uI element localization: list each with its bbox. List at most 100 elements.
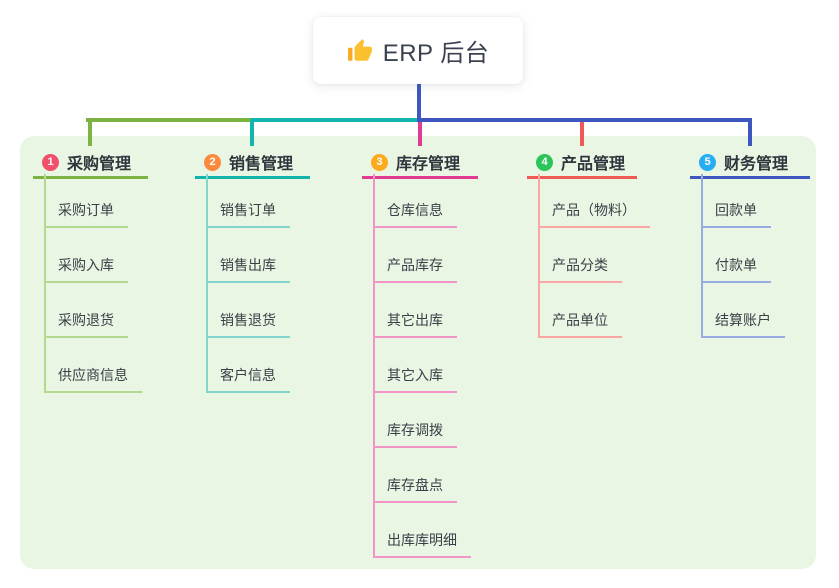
branch-4-child-1-node[interactable]: 产品（物料） xyxy=(538,200,650,228)
branch-4-child-1-label: 产品（物料） xyxy=(552,202,636,218)
branch-4-child-3: 产品单位 xyxy=(527,283,637,338)
branch-2-drop-line xyxy=(250,118,254,146)
branch-4-child-1: 产品（物料） xyxy=(527,173,650,228)
branch-3-underline xyxy=(362,176,478,179)
branch-3-child-6-label: 库存盘点 xyxy=(387,477,443,493)
branch-2-child-3: 销售退货 xyxy=(195,283,310,338)
branch-3-child-6: 库存盘点 xyxy=(362,448,478,503)
branch-2-child-1-label: 销售订单 xyxy=(220,202,276,218)
branch-5-children: 回款单付款单结算账户 xyxy=(690,173,810,338)
branch-5-label: 财务管理 xyxy=(724,156,789,173)
branch-1-underline xyxy=(33,176,148,179)
branch-3-child-4-node[interactable]: 其它入库 xyxy=(373,365,457,393)
branch-3-child-5-node[interactable]: 库存调拨 xyxy=(373,420,457,448)
branch-4-child-3-node[interactable]: 产品单位 xyxy=(538,310,622,338)
branch-4-underline xyxy=(527,176,637,179)
branch-1-label: 采购管理 xyxy=(67,156,132,173)
branch-2-label: 销售管理 xyxy=(229,156,294,173)
branch-4-child-connector-line xyxy=(538,174,540,336)
branch-3-child-connector-line xyxy=(373,174,375,556)
branch-1-child-3-node[interactable]: 采购退货 xyxy=(44,310,128,338)
root-stub-line xyxy=(417,84,421,122)
branch-1-child-1-node[interactable]: 采购订单 xyxy=(44,200,128,228)
branch-3-drop-line xyxy=(418,118,422,146)
branch-2-child-3-node[interactable]: 销售退货 xyxy=(206,310,290,338)
branch-5-child-1-label: 回款单 xyxy=(715,202,757,218)
branch-2-header[interactable]: 2 销售管理 xyxy=(195,148,310,176)
branch-3-child-5-label: 库存调拨 xyxy=(387,422,443,438)
branch-3-child-2-label: 产品库存 xyxy=(387,257,443,273)
branch-5-child-3: 结算账户 xyxy=(690,283,810,338)
branch-1-child-1: 采购订单 xyxy=(33,173,148,228)
branch-1-child-2: 采购入库 xyxy=(33,228,148,283)
branch-3-child-1-node[interactable]: 仓库信息 xyxy=(373,200,457,228)
branch-4-child-3-label: 产品单位 xyxy=(552,312,608,328)
trunk-right-segment xyxy=(417,118,752,122)
branch-3-number-badge: 3 xyxy=(371,153,388,171)
branch-3-child-4: 其它入库 xyxy=(362,338,478,393)
branch-1-child-3-label: 采购退货 xyxy=(58,312,114,328)
root-title: ERP 后台 xyxy=(382,40,490,67)
branch-1-number-badge: 1 xyxy=(42,153,59,171)
branch-2-number-badge: 2 xyxy=(204,153,221,171)
branch-2-child-2-node[interactable]: 销售出库 xyxy=(206,255,290,283)
branch-5-child-1-node[interactable]: 回款单 xyxy=(701,200,771,228)
branch-4-child-2: 产品分类 xyxy=(527,228,637,283)
branch-5-drop-line xyxy=(748,118,752,146)
branch-2-child-4: 客户信息 xyxy=(195,338,310,393)
branch-1-child-2-label: 采购入库 xyxy=(58,257,114,273)
branch-4-drop-line xyxy=(580,118,584,146)
branch-2-child-3-label: 销售退货 xyxy=(220,312,276,328)
branch-1-children: 采购订单采购入库采购退货供应商信息 xyxy=(33,173,148,393)
branches-panel xyxy=(20,136,816,569)
branch-2-children: 销售订单销售出库销售退货客户信息 xyxy=(195,173,310,393)
branch-1-header[interactable]: 1 采购管理 xyxy=(33,148,148,176)
branch-5-child-2-label: 付款单 xyxy=(715,257,757,273)
branch-2-child-4-label: 客户信息 xyxy=(220,367,276,383)
branch-3-child-1: 仓库信息 xyxy=(362,173,478,228)
branch-3-child-6-node[interactable]: 库存盘点 xyxy=(373,475,457,503)
branch-3-child-2: 产品库存 xyxy=(362,228,478,283)
branch-1: 1 采购管理采购订单采购入库采购退货供应商信息 xyxy=(33,148,148,393)
branch-3-child-2-node[interactable]: 产品库存 xyxy=(373,255,457,283)
branch-5-child-connector-line xyxy=(701,174,703,336)
branch-4-number-badge: 4 xyxy=(536,153,553,171)
branch-5-child-1: 回款单 xyxy=(690,173,810,228)
branch-2: 2 销售管理销售订单销售出库销售退货客户信息 xyxy=(195,148,310,393)
branch-2-child-2: 销售出库 xyxy=(195,228,310,283)
trunk-middle-segment xyxy=(250,118,421,122)
branch-1-drop-line xyxy=(88,118,92,146)
root-node[interactable]: ERP 后台 xyxy=(313,17,523,84)
branch-5-child-2-node[interactable]: 付款单 xyxy=(701,255,771,283)
branch-5-child-3-label: 结算账户 xyxy=(715,312,771,328)
branch-3-child-7: 出库库明细 xyxy=(362,503,478,558)
branch-3-child-1-label: 仓库信息 xyxy=(387,202,443,218)
branch-1-child-2-node[interactable]: 采购入库 xyxy=(44,255,128,283)
branch-2-child-1-node[interactable]: 销售订单 xyxy=(206,200,290,228)
branch-2-underline xyxy=(195,176,310,179)
branch-1-child-4: 供应商信息 xyxy=(33,338,148,393)
branch-1-child-3: 采购退货 xyxy=(33,283,148,338)
branch-5-number-badge: 5 xyxy=(699,153,716,171)
branch-2-child-4-node[interactable]: 客户信息 xyxy=(206,365,290,393)
branch-4-child-2-label: 产品分类 xyxy=(552,257,608,273)
branch-5-header[interactable]: 5 财务管理 xyxy=(690,148,810,176)
branch-3-child-5: 库存调拨 xyxy=(362,393,478,448)
branch-3-child-7-node[interactable]: 出库库明细 xyxy=(373,530,471,558)
branch-5-child-2: 付款单 xyxy=(690,228,810,283)
branch-1-child-1-label: 采购订单 xyxy=(58,202,114,218)
branch-4-children: 产品（物料） 产品分类产品单位 xyxy=(527,173,650,338)
branch-2-child-1: 销售订单 xyxy=(195,173,310,228)
branch-3-child-3: 其它出库 xyxy=(362,283,478,338)
branch-4-child-2-node[interactable]: 产品分类 xyxy=(538,255,622,283)
branch-1-child-4-node[interactable]: 供应商信息 xyxy=(44,365,142,393)
branch-3-child-3-label: 其它出库 xyxy=(387,312,443,328)
branch-5-child-3-node[interactable]: 结算账户 xyxy=(701,310,785,338)
branch-3-child-3-node[interactable]: 其它出库 xyxy=(373,310,457,338)
branch-5: 5 财务管理回款单付款单结算账户 xyxy=(690,148,810,338)
branch-3-child-4-label: 其它入库 xyxy=(387,367,443,383)
